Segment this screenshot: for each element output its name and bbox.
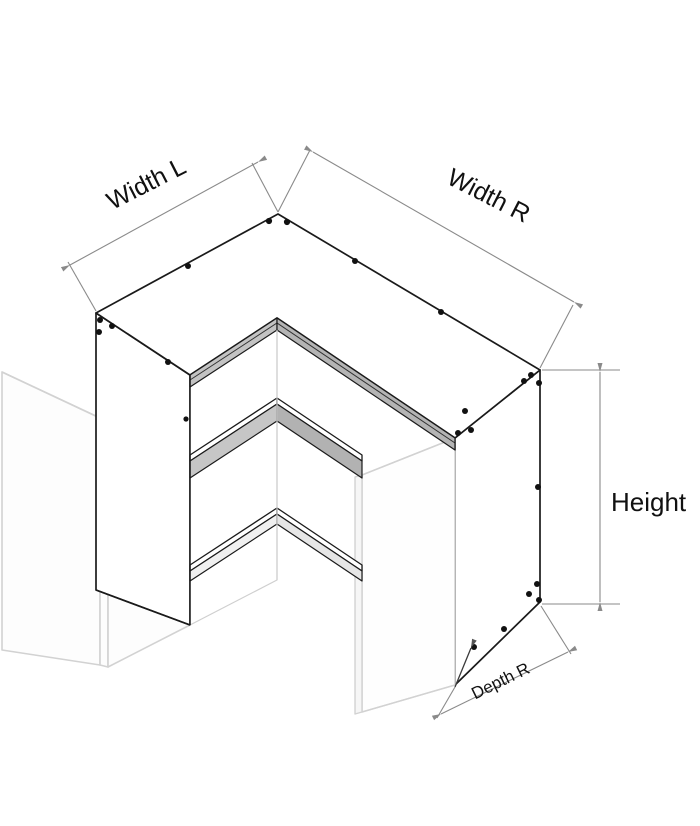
dimension-depth-r (431, 605, 578, 721)
top-panel-rim-right (276, 317, 456, 451)
dowel-marker (455, 430, 461, 436)
bottom-panel-edge-right (276, 513, 363, 582)
depth-r-ext-right (540, 605, 572, 655)
dowel-marker (528, 372, 534, 378)
carcass-bottom-left-edge (95, 589, 191, 626)
right-door-edge (354, 474, 363, 715)
width-l-ext-left (67, 261, 97, 312)
width-r-dimension-line (303, 145, 584, 309)
dowel-marker (283, 218, 291, 226)
dimension-width-r (277, 145, 584, 369)
dowel-marker (471, 644, 477, 650)
dowel-marker (438, 309, 444, 315)
width-r-ext-left (277, 149, 311, 213)
dimension-width-l (60, 155, 279, 312)
height-label: Height (611, 487, 687, 517)
bottom-panel-top-right (276, 507, 363, 572)
dowel-marker (468, 427, 474, 433)
width-l-ext-right (251, 162, 279, 213)
dowel-marker (109, 323, 115, 329)
depth-r-label: Depth R (468, 659, 532, 703)
dowel-marker (185, 263, 191, 269)
dimension-height (542, 363, 620, 611)
dowel-marker (265, 217, 273, 225)
bottom-panel-group (189, 507, 363, 582)
width-r-label: Width R (443, 163, 535, 228)
dowel-marker (535, 484, 541, 490)
depth-r-corner-arrow (454, 638, 477, 688)
dowel-marker (526, 591, 532, 597)
depth-r-dimension-line (431, 645, 578, 721)
dowel-marker (97, 317, 103, 323)
dowel-marker (536, 380, 542, 386)
dowel-marker (501, 626, 507, 632)
middle-shelf-edge-right (276, 403, 363, 479)
dowel-marker (96, 329, 102, 335)
width-l-dimension-line (60, 155, 268, 272)
dowel-marker (521, 378, 527, 384)
width-r-ext-right (539, 304, 574, 369)
left-door-outer-leaf (1, 371, 101, 666)
dowel-marker (352, 258, 358, 264)
depth-corner-leader (454, 638, 477, 688)
dowel-marker (536, 597, 542, 603)
dowel-marker (165, 359, 171, 365)
right-door-panel (354, 437, 456, 715)
top-panel-rim-scribe (189, 322, 456, 444)
dowel-marker (183, 416, 189, 422)
dowel-marker (534, 581, 540, 587)
depth-r-ext-left (436, 686, 456, 719)
dowel-marker (462, 408, 468, 414)
right-door-face (361, 437, 456, 713)
